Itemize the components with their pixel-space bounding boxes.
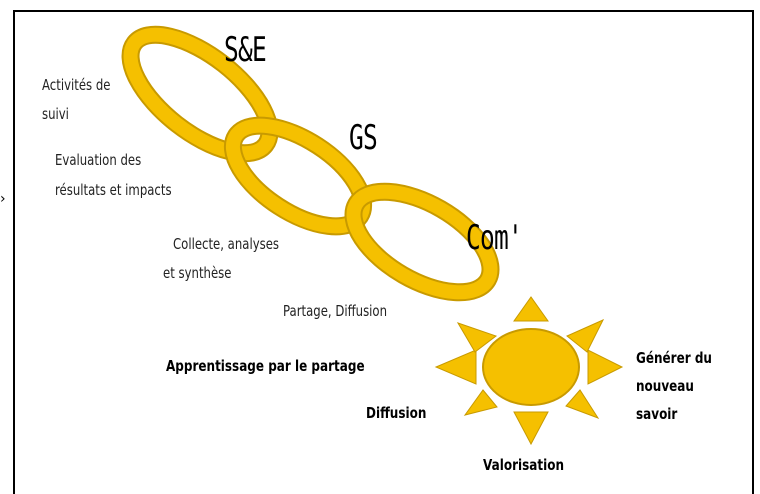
diagram-frame (13, 10, 754, 494)
diagram-graphics (121, 25, 624, 446)
note-collecte-line2: et synthèse (163, 264, 232, 282)
chain-link-com (344, 182, 500, 302)
note-partage: Partage, Diffusion (283, 302, 387, 320)
label-apprentissage: Apprentissage par le partage (166, 357, 365, 375)
link-title-gs: GS (349, 118, 378, 158)
sun-icon (434, 296, 624, 446)
sun-ray-right (587, 349, 624, 385)
link-se-ring (123, 27, 277, 161)
link-title-se: S&E (224, 30, 267, 70)
sun-ray-top (513, 296, 549, 322)
label-generer-line3: savoir (636, 405, 678, 423)
link-title-com: Com' (466, 218, 523, 258)
sun-ray-bottom-right (565, 389, 600, 419)
sun-ray-left (434, 349, 477, 385)
sun-ray-bottom (513, 411, 549, 446)
sun-core (482, 328, 580, 406)
label-valorisation: Valorisation (483, 456, 564, 474)
link-com-ring (346, 184, 498, 300)
note-suivi-line1: Activités de (42, 76, 111, 94)
sun-ray-top-right (566, 318, 605, 353)
label-generer-line1: Générer du (636, 349, 712, 367)
note-eval-line2: résultats et impacts (55, 181, 172, 199)
side-marker: › (0, 191, 6, 207)
chain-link-se (121, 25, 279, 163)
diagram-canvas: › S&E GS Com' (0, 10, 754, 494)
label-generer-line2: nouveau (636, 377, 694, 395)
note-suivi-line2: suivi (42, 105, 69, 123)
sun-ray-top-left (456, 322, 498, 353)
sun-ray-bottom-left (463, 389, 498, 416)
note-eval-line1: Evaluation des (55, 151, 142, 169)
label-diffusion: Diffusion (366, 404, 427, 422)
note-collecte-line1: Collecte, analyses (173, 235, 280, 253)
